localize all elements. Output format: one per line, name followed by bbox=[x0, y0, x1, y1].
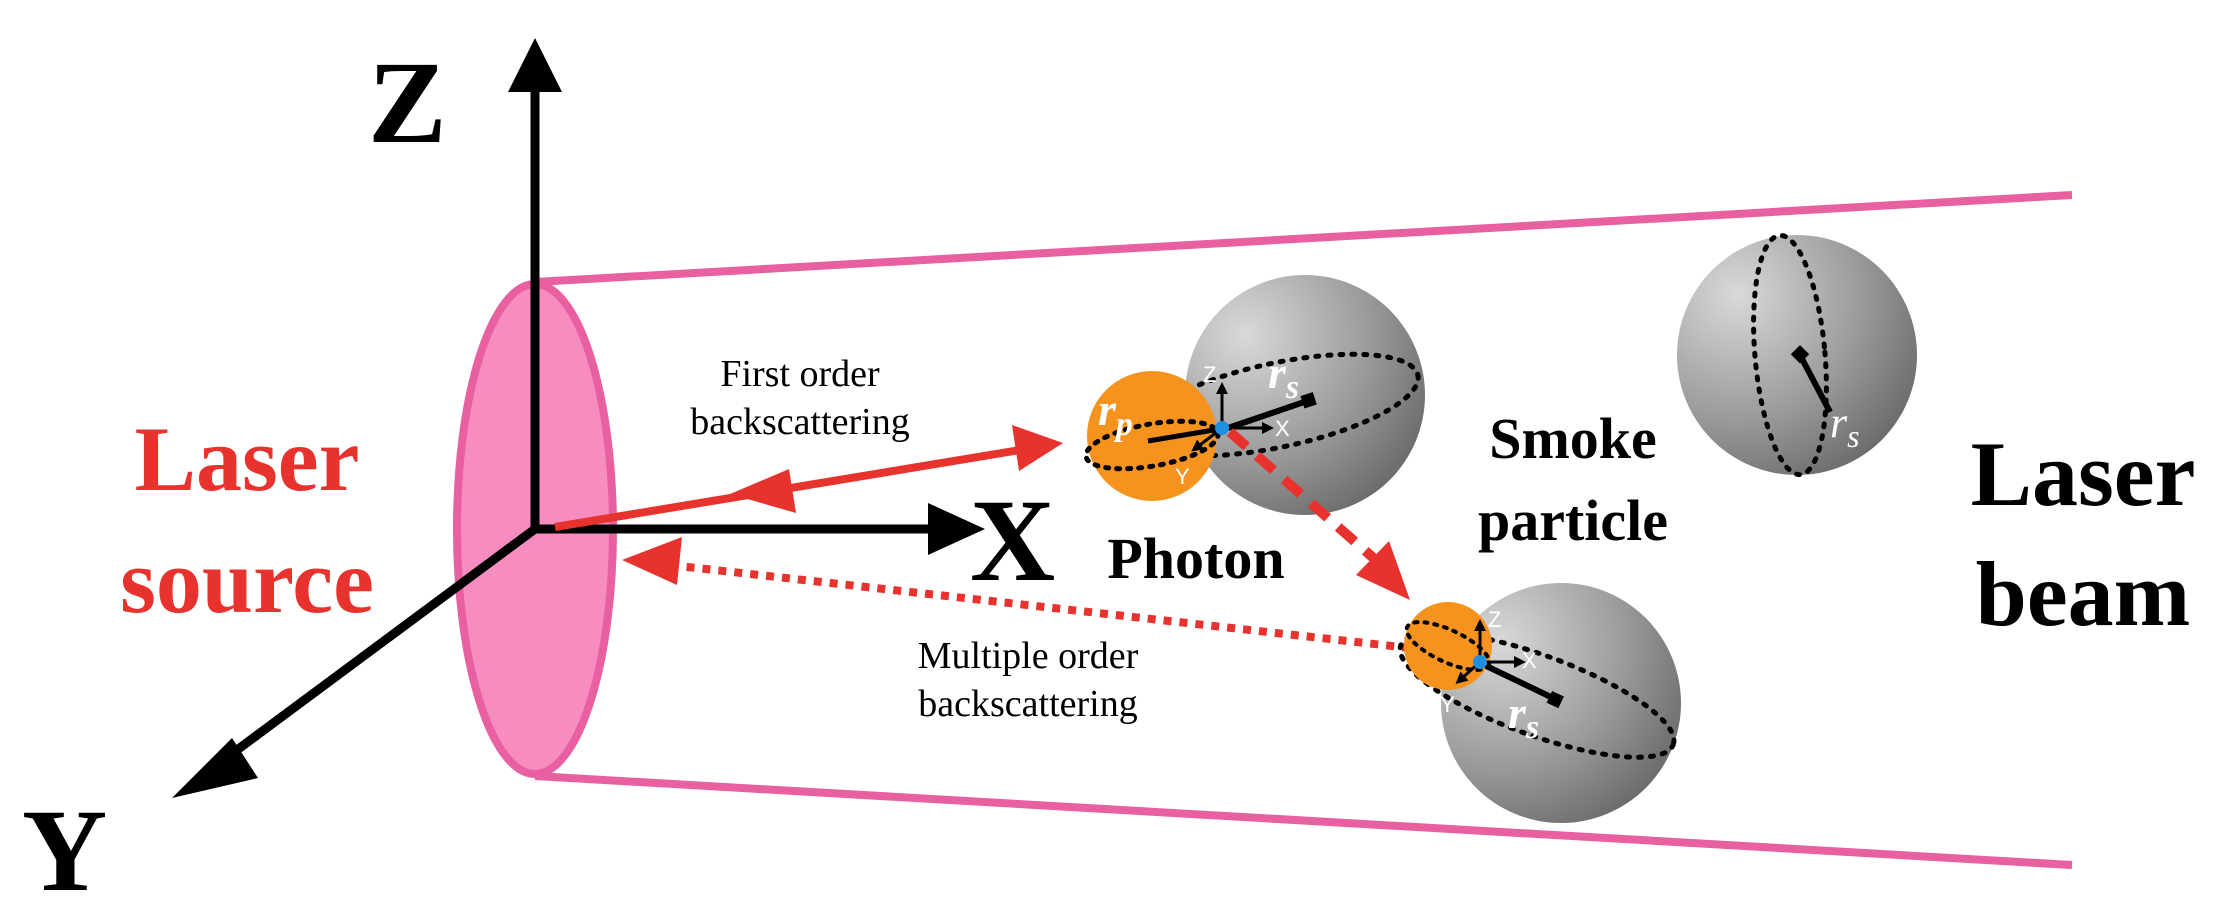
photon-2 bbox=[1404, 602, 1492, 690]
multiple-order-arrowhead bbox=[622, 537, 682, 585]
local-axis-2-z-label: Z bbox=[1488, 607, 1501, 632]
photon-1: rp bbox=[1083, 371, 1221, 501]
local-axes-1 bbox=[1191, 382, 1274, 452]
first-order-backscatter-arrow bbox=[554, 425, 1063, 531]
photon-label: Photon bbox=[1107, 526, 1284, 591]
smoke-particle-2-radius bbox=[1476, 659, 1557, 702]
hit-point-2 bbox=[1473, 655, 1487, 669]
local-axis-1-x-label: X bbox=[1275, 416, 1290, 441]
smoke-particle-1-radius bbox=[1227, 397, 1311, 431]
multiple-order-backscatter-arrow bbox=[622, 537, 1411, 652]
photon-scatter-arrowhead bbox=[1356, 541, 1410, 600]
first-order-label-line1: First order bbox=[720, 353, 880, 395]
smoke-particle-3-radius bbox=[1797, 353, 1833, 414]
smoke-particle-1-rs-label: rs bbox=[1268, 347, 1299, 406]
local-axis-2-x-label: X bbox=[1522, 648, 1537, 673]
photon-2-equator bbox=[1404, 620, 1492, 672]
photon-scatter-path bbox=[1226, 428, 1410, 600]
local-axis-1-y-label: Y bbox=[1175, 464, 1190, 489]
smoke-particle-label-line1: Smoke bbox=[1489, 406, 1657, 471]
smoke-particle-2-rs-label: rs bbox=[1508, 687, 1539, 746]
beam-top-edge bbox=[534, 191, 2073, 286]
multiple-order-label-line2: backscattering bbox=[918, 683, 1137, 725]
first-order-arrowhead-out bbox=[1012, 425, 1063, 471]
hit-point-1 bbox=[1215, 421, 1229, 435]
first-order-arrowhead-back bbox=[730, 469, 796, 513]
smoke-particle-label-line2: particle bbox=[1478, 488, 1668, 553]
x-axis-arrowhead bbox=[928, 503, 985, 555]
y-axis-label: Y bbox=[22, 785, 107, 904]
global-axes bbox=[172, 38, 985, 798]
smoke-particle-2: rs bbox=[1397, 583, 1681, 823]
laser-source-label-line2: source bbox=[120, 530, 374, 632]
laser-beam-cone bbox=[534, 191, 2073, 869]
first-order-label-line2: backscattering bbox=[690, 401, 909, 443]
photon-1-radius bbox=[1147, 426, 1221, 444]
y-axis-arrowhead bbox=[172, 738, 258, 798]
local-axes-2 bbox=[1455, 619, 1526, 685]
y-axis-line bbox=[207, 525, 538, 774]
z-axis-label: Z bbox=[368, 37, 447, 168]
laser-source-label-line1: Laser bbox=[135, 408, 360, 510]
multiple-order-label-line1: Multiple order bbox=[918, 635, 1139, 677]
local-axis-1-z-label: Z bbox=[1203, 362, 1216, 387]
smoke-particle-3-rs-label: rs bbox=[1830, 398, 1860, 454]
smoke-particle-3-meridian bbox=[1751, 232, 1829, 478]
smoke-particle-3: rs bbox=[1677, 232, 1917, 478]
local-axis-2-y-label: Y bbox=[1440, 692, 1455, 717]
x-axis-label: X bbox=[970, 475, 1055, 606]
beam-bottom-edge bbox=[534, 772, 2073, 869]
laser-beam-label-line2: beam bbox=[1976, 543, 2191, 645]
z-axis-arrowhead bbox=[508, 38, 562, 92]
photon-1-rp-label: rp bbox=[1098, 384, 1133, 443]
laser-beam-label-line1: Laser bbox=[1971, 423, 2196, 525]
smoke-particle-2-equator bbox=[1397, 630, 1677, 760]
